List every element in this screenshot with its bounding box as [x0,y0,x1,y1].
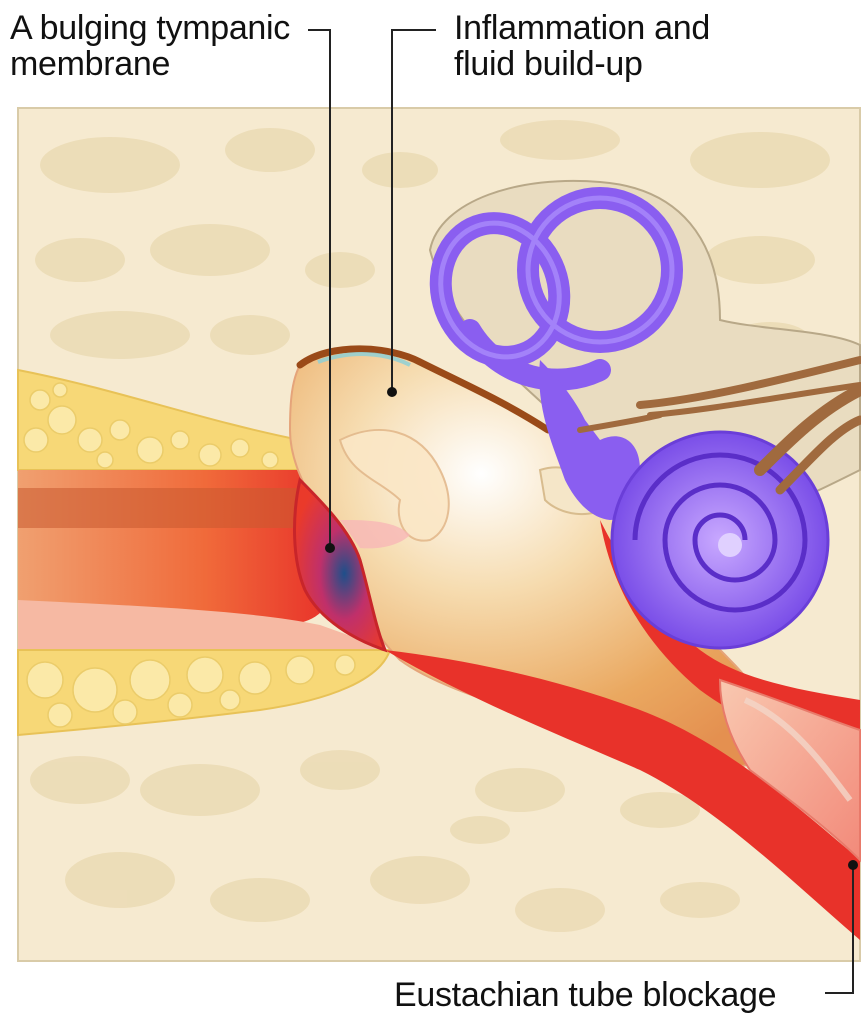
label-tympanic-membrane: A bulging tympanic membrane [10,10,290,82]
leader-dot-tympanic [325,543,335,553]
label-eustachian-line1: Eustachian tube blockage [394,977,776,1013]
label-inflammation: Inflammation and fluid build-up [454,10,710,82]
label-eustachian-tube: Eustachian tube blockage [394,977,776,1013]
label-inflammation-line1: Inflammation and [454,10,710,46]
leader-dot-eustachian [848,860,858,870]
leader-dot-inflammation [387,387,397,397]
label-tympanic-line2: membrane [10,46,290,82]
label-tympanic-line1: A bulging tympanic [10,10,290,46]
ear-canal-skin-top [18,488,300,528]
cochlea [612,432,828,648]
label-inflammation-line2: fluid build-up [454,46,710,82]
